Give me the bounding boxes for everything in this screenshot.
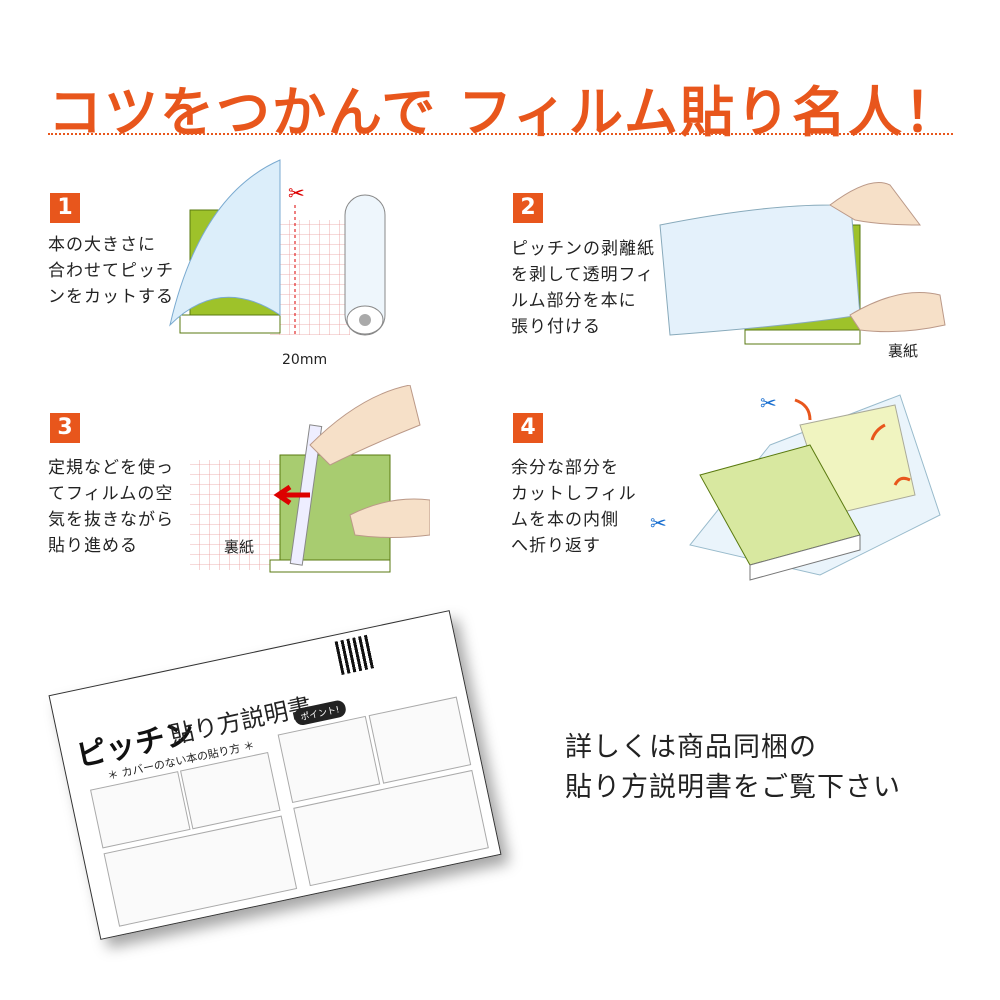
detail-note: 詳しくは商品同梱の 貼り方説明書をご覧下さい (565, 728, 901, 808)
step-1-badge: 1 (50, 193, 80, 223)
step-text-line: 貼り進める (48, 536, 138, 556)
step-2-illustration (659, 182, 946, 345)
step-4-illustration: ✂ ✂ (650, 391, 941, 581)
backing-paper-label: 裏紙 (224, 538, 255, 556)
step-text-line: 定規などを使っ (48, 458, 174, 478)
step-text-line: 張り付ける (511, 317, 601, 337)
step-4-text: 余分な部分を カットしフィル ムを本の内側 へ折り返す (511, 455, 637, 559)
step-text-line: 余分な部分を (511, 458, 619, 478)
manual-panel (277, 715, 381, 804)
page-title: コツをつかんで フィルム貼り名人！ (48, 81, 960, 144)
svg-text:✂: ✂ (650, 511, 667, 535)
instruction-manual-image: ピッチン 貼り方説明書 ＊ カバーのない本の貼り方 ＊ ポイント! (48, 610, 502, 940)
step-text-line: 気を抜きながら (48, 510, 174, 530)
detail-line: 詳しくは商品同梱の (565, 732, 817, 763)
svg-text:✂: ✂ (288, 181, 305, 205)
step-text-line: へ折り返す (511, 536, 601, 556)
detail-line: 貼り方説明書をご覧下さい (565, 772, 901, 803)
step-text-line: 合わせてピッチ (48, 261, 174, 281)
step-text-line: を剥して透明フィ (511, 265, 655, 285)
manual-panel (90, 771, 191, 849)
backing-paper-label: 裏紙 (888, 342, 919, 360)
step-text-line: てフィルムの空 (48, 484, 174, 504)
step-3-illustration (190, 385, 430, 573)
step-2-badge: 2 (513, 193, 543, 223)
step-4-badge: 4 (513, 413, 543, 443)
step-3-text: 定規などを使っ てフィルムの空 気を抜きながら 貼り進める (48, 455, 174, 559)
svg-text:✂: ✂ (760, 391, 777, 415)
step-1-text: 本の大きさに 合わせてピッチ ンをカットする (48, 232, 174, 310)
step-1-illustration: ✂ (169, 159, 386, 336)
step-text-line: ムを本の内側 (511, 510, 619, 530)
dotted-divider (48, 133, 953, 135)
step-text-line: ピッチンの剥離紙 (511, 239, 655, 259)
step-3-badge: 3 (50, 413, 80, 443)
step-text-line: カットしフィル (511, 484, 637, 504)
qr-code (334, 634, 375, 675)
step-text-line: 本の大きさに (48, 235, 156, 255)
step-text-line: ルム部分を本に (511, 291, 637, 311)
step-2-text: ピッチンの剥離紙 を剥して透明フィ ルム部分を本に 張り付ける (511, 236, 655, 340)
step-text-line: ンをカットする (48, 287, 174, 307)
manual-panel (368, 696, 472, 784)
dimension-label: 20mm (282, 352, 328, 368)
